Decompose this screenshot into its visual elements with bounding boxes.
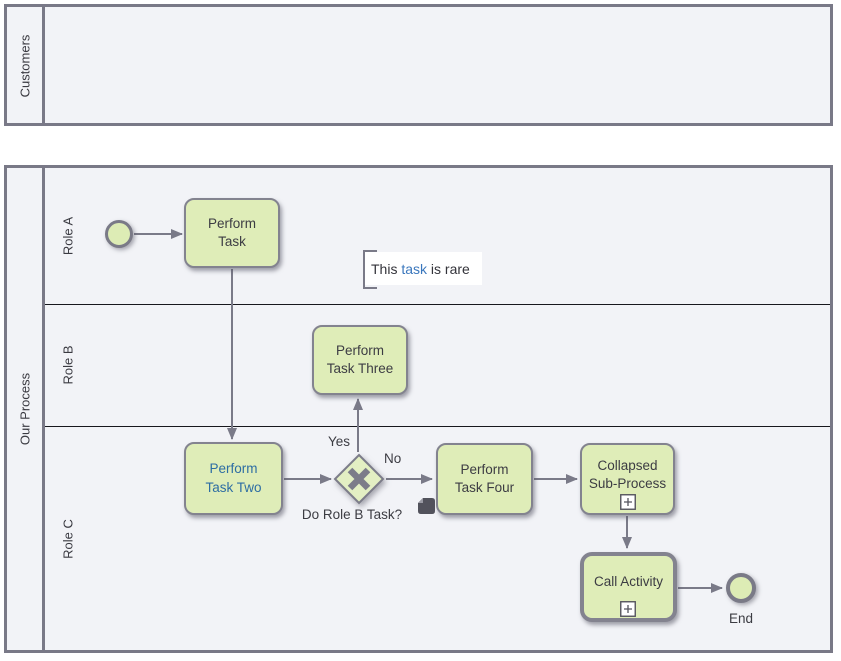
end-event[interactable]: [726, 573, 756, 603]
collapsed-sub-process[interactable]: Collapsed Sub-Process: [580, 443, 675, 515]
exclusive-gateway[interactable]: [332, 452, 386, 506]
annotation-text-prefix: This: [371, 260, 402, 277]
task-perform-task[interactable]: Perform Task: [184, 198, 280, 268]
pool-our-process-label-divider: [42, 165, 45, 653]
annotation-bracket: [363, 250, 377, 289]
document-icon: [418, 498, 435, 514]
annotation-text-suffix: is rare: [427, 260, 470, 277]
gateway-x-icon: [347, 467, 371, 491]
call-activity-expand-icon[interactable]: [620, 601, 636, 617]
annotation-task-link[interactable]: task: [401, 260, 428, 277]
lane-divider-role-b-c: [45, 426, 830, 427]
text-annotation: This task is rare: [365, 252, 482, 285]
start-event[interactable]: [105, 220, 133, 248]
pool-customers[interactable]: [4, 4, 833, 126]
task-perform-task-three[interactable]: Perform Task Three: [312, 325, 408, 395]
lane-divider-role-a-b: [45, 304, 830, 305]
gateway-question-label: Do Role B Task?: [301, 507, 403, 522]
flow-label-yes: Yes: [328, 434, 351, 449]
end-event-label: End: [728, 611, 754, 626]
task-perform-task-four[interactable]: Perform Task Four: [436, 443, 533, 515]
flow-label-no: No: [384, 451, 402, 466]
task-perform-task-two[interactable]: Perform Task Two: [184, 442, 283, 515]
pool-our-process[interactable]: [4, 165, 833, 653]
subprocess-expand-icon[interactable]: [620, 494, 636, 510]
pool-customers-label-divider: [42, 4, 45, 126]
